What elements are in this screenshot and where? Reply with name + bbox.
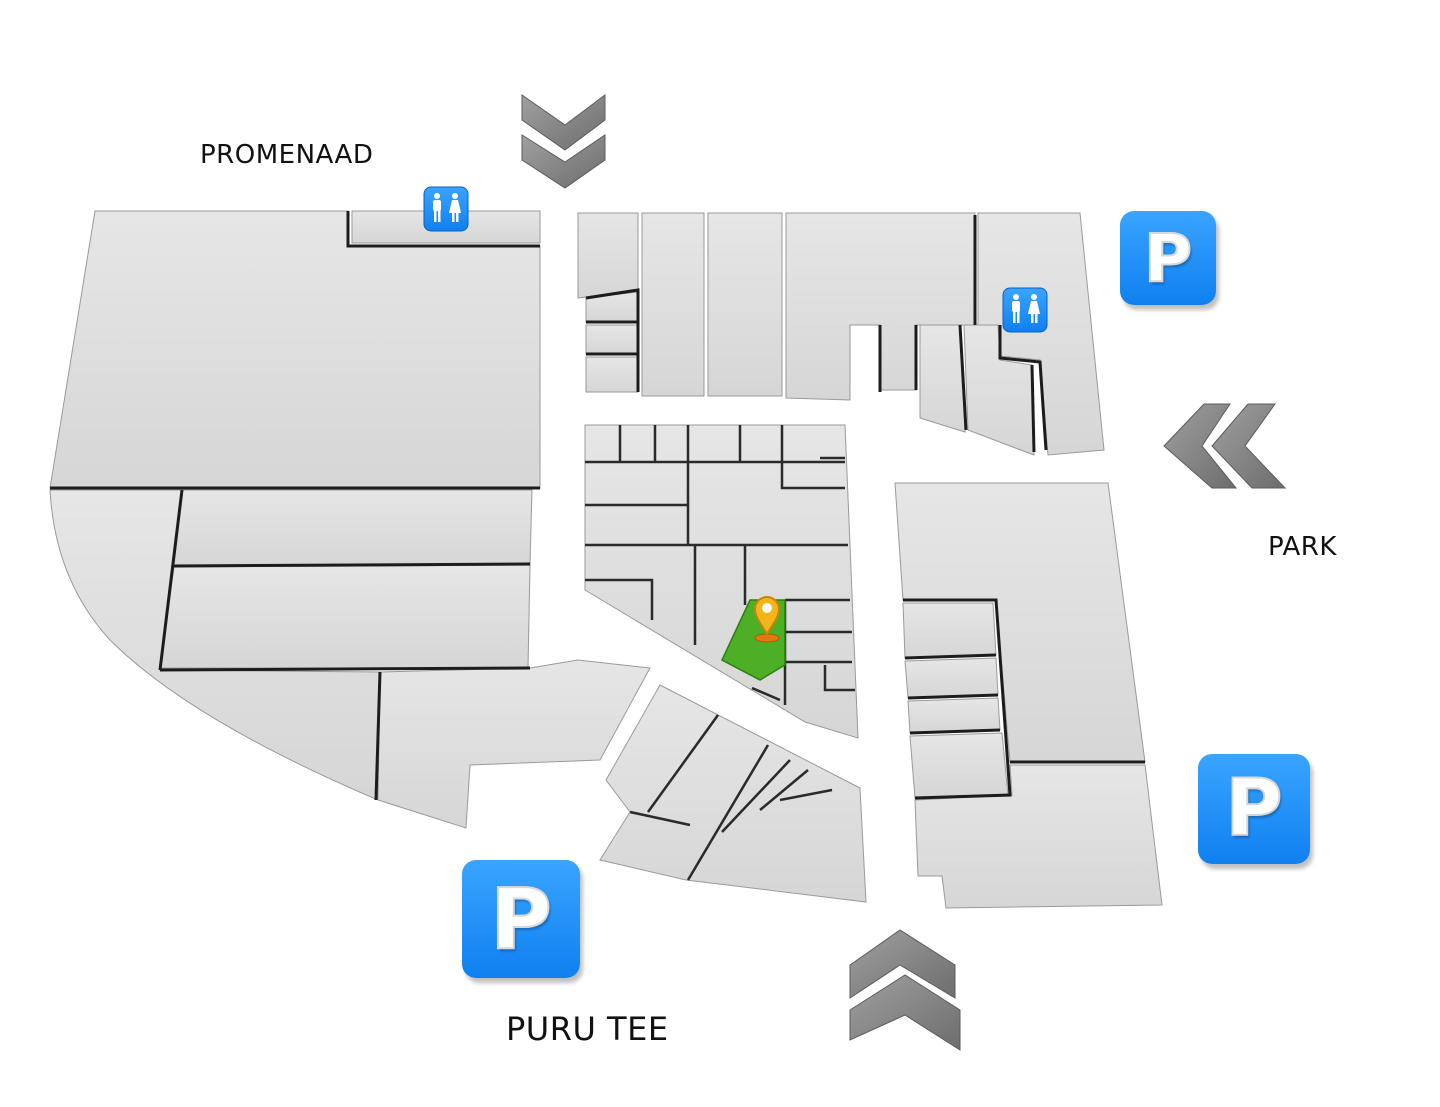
block-center — [584, 424, 859, 739]
unit-s-outline — [599, 684, 867, 903]
unit-n-10[interactable] — [977, 212, 1105, 456]
block-west — [49, 210, 651, 829]
unit-c-outline — [584, 424, 859, 739]
unit-e-1[interactable] — [902, 602, 997, 659]
street-label-promenaad: PROMENAAD — [200, 140, 374, 170]
street-label-puru-tee: PURU TEE — [506, 1010, 669, 1048]
unit-e-bottom[interactable] — [914, 764, 1163, 909]
restroom-icon[interactable] — [423, 186, 469, 232]
unit-n-3[interactable] — [585, 324, 639, 355]
parking-sign-south[interactable]: P — [462, 860, 580, 978]
unit-n-5[interactable] — [641, 212, 705, 397]
unit-e-3[interactable] — [907, 697, 1001, 734]
chevron-left-icon — [1163, 403, 1287, 489]
unit-west-mid-1[interactable] — [173, 489, 533, 566]
parking-sign-east[interactable]: P — [1198, 754, 1310, 864]
unit-n-4[interactable] — [585, 356, 639, 393]
street-label-park: PARK — [1268, 532, 1337, 562]
unit-west-mid-2[interactable] — [159, 564, 531, 669]
unit-e-4[interactable] — [909, 732, 1009, 799]
parking-label: P — [1224, 763, 1283, 855]
parking-label: P — [1143, 219, 1193, 298]
block-north — [577, 212, 1105, 456]
unit-n-6[interactable] — [707, 212, 783, 397]
unit-west-curve[interactable] — [49, 489, 381, 801]
unit-west-bottom[interactable] — [377, 659, 651, 829]
unit-e-2[interactable] — [904, 657, 999, 699]
unit-n-1[interactable] — [577, 212, 639, 299]
chevron-up-icon — [849, 929, 961, 1051]
block-east — [894, 482, 1163, 909]
location-pin-icon[interactable] — [753, 596, 781, 643]
parking-sign-northeast[interactable]: P — [1120, 211, 1216, 305]
parking-label: P — [489, 869, 553, 969]
restroom-icon[interactable] — [1002, 287, 1048, 333]
unit-anchor-west[interactable] — [49, 210, 541, 489]
chevron-down-icon — [521, 94, 606, 189]
block-south — [599, 684, 867, 903]
unit-n-8[interactable] — [919, 324, 966, 433]
